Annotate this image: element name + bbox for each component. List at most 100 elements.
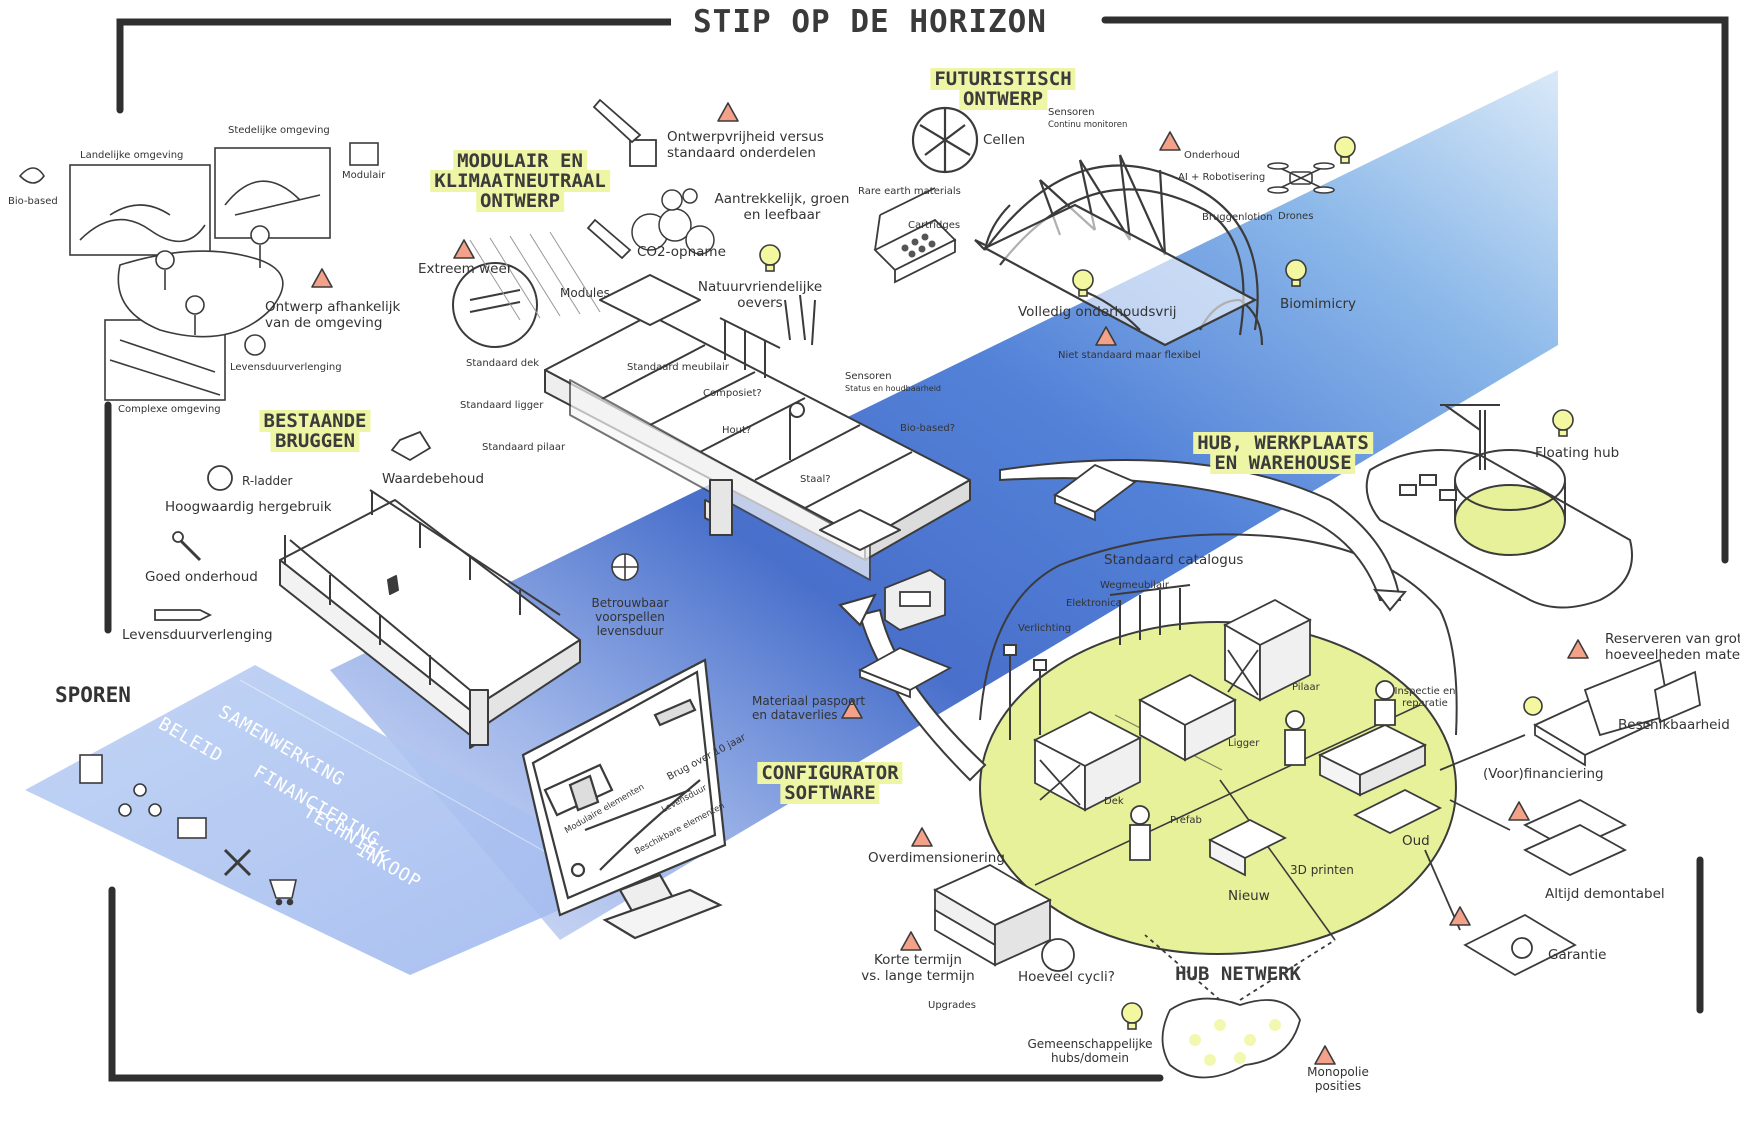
label-modulair-small: Modulair	[342, 170, 386, 181]
label-voorfinanciering: (Voor)financiering	[1483, 766, 1604, 782]
label-line: reparatie	[1402, 697, 1448, 709]
label-beschikbaarheid: Beschikbaarheid	[1618, 717, 1730, 733]
label-floating-hub: Floating hub	[1535, 445, 1620, 461]
label-sensoren-top: Sensoren Continu monitoren	[1048, 107, 1127, 130]
label-verlichting: Verlichting	[1018, 623, 1072, 634]
floating-hub-ship	[1365, 404, 1633, 609]
label-cellen: Cellen	[983, 132, 1026, 148]
label-standaard-ligger: Standaard ligger	[460, 400, 544, 411]
header-line: CONFIGURATOR	[757, 762, 903, 784]
label-dek: Dek	[1104, 796, 1124, 807]
label-aantrekkelijk: Aantrekkelijk, groen en leefbaar	[714, 191, 850, 223]
label-nieuw: Nieuw	[1228, 888, 1270, 904]
hub-people	[1129, 680, 1396, 861]
label-korte-termijn: Korte termijn vs. lange termijn	[861, 952, 975, 984]
environment-sketches	[18, 142, 379, 401]
hub-circle	[979, 533, 1458, 955]
warning-icons	[311, 102, 1589, 1065]
label-line: voorspellen	[595, 609, 665, 624]
label-levensduurverlenging-small: Levensduurverlenging	[230, 362, 342, 373]
label-extreem-weer: Extreem weer	[418, 261, 513, 277]
header-line: HUB NETWERK	[1175, 963, 1301, 985]
label-wegmeubilair: Wegmeubilair	[1100, 580, 1169, 591]
frame-top-left	[116, 18, 724, 114]
label-line: hoeveelheden materiaal	[1605, 646, 1740, 663]
label-gemeenschappelijke: Gemeenschappelijke hubs/domein	[1027, 1037, 1153, 1066]
label-hout: Hout?	[722, 425, 752, 436]
header-line: BESTAANDE	[259, 410, 371, 432]
label-line: Korte termijn	[873, 952, 963, 968]
hub-network-map	[1144, 934, 1336, 1079]
label-line: van de omgeving	[265, 314, 383, 331]
label-betrouwbaar: Betrouwbaar voorspellen levensduur	[591, 596, 668, 638]
label-garantie: Garantie	[1548, 947, 1607, 963]
label-line: Inspectie en	[1394, 686, 1456, 697]
label-composiet: Composiet?	[703, 388, 762, 399]
label-co2: CO2-opname	[637, 244, 726, 260]
label-line: Aantrekkelijk, groen	[714, 191, 850, 207]
label-sensoren-status: Sensoren Status en houdbaarheid	[845, 371, 941, 394]
label-overdimensionering: Overdimensionering	[868, 850, 1005, 866]
clouds	[631, 188, 715, 255]
label-oud: Oud	[1402, 833, 1430, 849]
label-onderhoud: Onderhoud	[1184, 150, 1240, 161]
label-ontwerpvrijheid: Ontwerpvrijheid versus standaard onderde…	[667, 129, 824, 161]
header-line: FUTURISTISCH	[930, 68, 1076, 90]
label-standaard-meubilair: Standaard meubilair	[627, 362, 729, 373]
label-line: oevers	[737, 294, 783, 311]
right-side-items	[1424, 658, 1701, 977]
label-drones: Drones	[1278, 211, 1314, 222]
label-line: Ontwerp afhankelijk	[265, 299, 401, 315]
label-line: Monopolie	[1307, 1065, 1369, 1079]
label-line: en dataverlies	[752, 707, 838, 722]
label-line: Gemeenschappelijke	[1027, 1037, 1153, 1051]
label-bruggenlotion: Bruggenlotion	[1202, 212, 1273, 223]
label-reserveren: Reserveren van grote hoeveelheden materi…	[1605, 631, 1740, 663]
label-pilaar: Pilaar	[1292, 682, 1320, 693]
label-line: en leefbaar	[743, 206, 821, 223]
label-ontwerp-omgeving: Ontwerp afhankelijk van de omgeving	[265, 299, 401, 331]
label-rare-earth: Rare earth materials	[858, 186, 961, 197]
header-line: EN WAREHOUSE	[1210, 451, 1356, 474]
configurator-monitor	[521, 658, 727, 940]
label-monopolie: Monopolie posities	[1307, 1065, 1369, 1094]
label-waardebehoud: Waardebehoud	[382, 471, 485, 487]
label-ai-robot: AI + Robotisering	[1178, 172, 1266, 183]
label-materiaal-paspoort: Materiaal paspoort en dataverlies	[752, 694, 865, 723]
header-modulair: MODULAIR EN KLIMAATNEUTRAAL ONTWERP	[430, 150, 610, 212]
label-line: Reserveren van grote	[1605, 631, 1740, 647]
label-upgrades: Upgrades	[928, 1000, 976, 1011]
floating-plates	[857, 463, 1137, 699]
label-hoogwaardig: Hoogwaardig hergebruik	[165, 499, 332, 515]
label-line: Sensoren	[845, 371, 892, 382]
label-biobased-q: Bio-based?	[900, 423, 956, 434]
cartridge-tray	[873, 187, 957, 284]
sporen-icons	[79, 754, 297, 906]
label-elektronica: Elektronica	[1066, 598, 1122, 609]
lightbulbs	[759, 136, 1574, 1030]
header-sporen: SPOREN	[55, 683, 131, 707]
overdimension-beams	[933, 863, 1075, 972]
label-complexe: Complexe omgeving	[118, 404, 221, 415]
frame-bottom-left	[108, 886, 1164, 1082]
header-line: ONTWERP	[475, 189, 565, 212]
header-bestaande-bruggen: BESTAANDE BRUGGEN	[259, 410, 371, 452]
label-biomimicry: Biomimicry	[1280, 296, 1357, 312]
drone	[1267, 162, 1335, 194]
header-configurator: CONFIGURATOR SOFTWARE	[757, 762, 903, 804]
label-line: vs. lange termijn	[861, 967, 975, 984]
label-levensduurverlenging: Levensduurverlenging	[122, 627, 273, 643]
label-modules: Modules	[560, 286, 610, 300]
label-cartridges: Cartridges	[908, 220, 961, 231]
header-line: BRUGGEN	[270, 429, 360, 452]
header-futuristisch: FUTURISTISCH ONTWERP	[930, 68, 1076, 110]
existing-bridge	[279, 489, 581, 749]
futuristic-bridge	[911, 106, 1264, 347]
label-prefab: Prefab	[1170, 815, 1202, 826]
label-line: Sensoren	[1048, 107, 1095, 118]
label-line: levensduur	[596, 623, 664, 638]
label-natuurvriendelijk: Natuurvriendelijke oevers	[698, 279, 822, 311]
modular-bridge	[452, 262, 971, 581]
globe-icon	[611, 553, 639, 581]
